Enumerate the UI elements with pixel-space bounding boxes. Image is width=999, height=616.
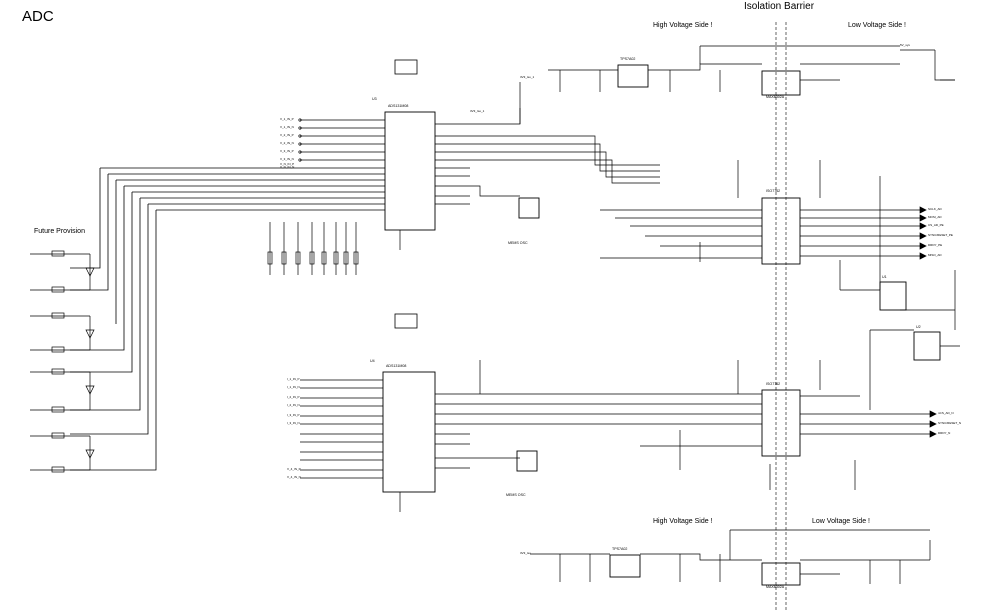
misc-connections <box>399 82 856 512</box>
net-label: 3V3_iso <box>520 551 531 555</box>
net-label: MOSI_AD <box>928 215 942 219</box>
dcdc1-chip <box>761 70 801 96</box>
sheet-title: ADC <box>22 8 54 25</box>
net-label: I_1_IN_P <box>287 377 300 381</box>
net-label: CS_AD_PE <box>928 223 944 227</box>
lv-top-label: Low Voltage Side ! <box>848 22 906 29</box>
net-label: 5V_sys <box>900 43 910 47</box>
u3-label: U3 <box>372 97 377 101</box>
dcdc2-label: MAX8302A <box>766 585 785 589</box>
adc1-input-routing <box>70 167 385 471</box>
u1-chip <box>879 281 907 311</box>
adc2-to-iso2-bus <box>435 393 762 470</box>
net-label: V_2_IN_N <box>280 141 294 145</box>
isolation-barrier-label: Isolation Barrier <box>744 1 815 12</box>
u4-label: U4 <box>370 359 375 363</box>
reg2-chip <box>609 554 641 578</box>
net-label: I_1_IN_N <box>287 385 300 389</box>
hv-top-label: High Voltage Side ! <box>653 22 713 29</box>
top-power-rail <box>548 45 955 92</box>
net-label: V_1_IN_N <box>280 125 294 129</box>
xtal1-label: MEMS OSC <box>508 241 528 245</box>
adc2-input-stubs <box>300 379 383 479</box>
net-label: DRDY_PE <box>928 243 943 247</box>
net-label: I_3_IN_P <box>287 413 300 417</box>
net-label: V_2_IN_P <box>280 133 294 137</box>
net-label: SYNC/RESET_N <box>938 421 962 425</box>
dcdc1-label: MAX8302A <box>766 95 785 99</box>
net-label: MISO_AD <box>928 253 942 257</box>
net-label: SCLK_AD <box>928 207 942 211</box>
net-label: I_3_IN_N <box>287 421 300 425</box>
u2-label: U2 <box>916 325 921 329</box>
lv-side-nets <box>839 176 960 410</box>
mid-power-block <box>394 313 418 329</box>
iso1-label: ISO7762 <box>766 189 781 193</box>
xtal2-chip <box>516 450 538 472</box>
adc2-label: ADS131M08 <box>386 364 407 368</box>
net-label: V_N_IN_P <box>280 162 295 166</box>
net-label: V_3_IN_N <box>280 157 294 161</box>
net-label: I_2_IN_P <box>287 395 300 399</box>
bottom-power-rail <box>530 529 931 584</box>
net-label: DRDY_N <box>938 431 951 435</box>
hv-bottom-label: High Voltage Side ! <box>653 518 713 525</box>
future-provision-network <box>30 250 95 473</box>
top-power-block <box>394 59 418 75</box>
adc1-label: ADS131M08 <box>388 104 409 108</box>
adc1-input-stubs <box>298 118 385 162</box>
net-label: V_3_IN_P <box>280 149 294 153</box>
adc1-chip <box>384 111 436 231</box>
adc2-chip <box>382 371 436 493</box>
lv-bottom-label: Low Voltage Side ! <box>812 518 870 525</box>
dcdc2-chip <box>761 562 801 586</box>
net-label: nCS_AD_N <box>938 411 954 415</box>
net-label: I_2_IN_N <box>287 403 300 407</box>
reg1-chip <box>617 64 649 88</box>
net-label: 3V3_Iso_1 <box>470 109 485 113</box>
net-label: 3V3_iso_1 <box>520 75 535 79</box>
u2-chip <box>913 331 941 361</box>
adc1-to-iso1-bus <box>435 108 762 262</box>
iso1-output-lines <box>800 206 927 260</box>
net-label: V_4_IN_P <box>287 467 301 471</box>
adc1-pulldown-resistors <box>267 222 359 275</box>
u1-label: U1 <box>882 275 887 279</box>
net-label: V_1_IN_P <box>280 117 294 121</box>
iso1-chip <box>761 197 801 265</box>
iso2-chip <box>761 389 801 457</box>
net-label: V_4_IN_N <box>287 475 301 479</box>
iso2-output-lines <box>800 395 937 438</box>
isolation-barrier <box>775 22 787 612</box>
xtal1-chip <box>518 197 540 219</box>
xtal2-label: MEMS OSC <box>506 493 526 497</box>
iso2-label: ISO7762 <box>766 382 781 386</box>
reg2-label: TPS7A02 <box>612 547 628 551</box>
net-label: SYNC/RESET_PE <box>928 233 953 237</box>
future-provision-label: Future Provision <box>34 228 85 235</box>
net-label: V_N_IN_N <box>280 165 295 169</box>
reg1-label: TPS7A02 <box>620 57 636 61</box>
